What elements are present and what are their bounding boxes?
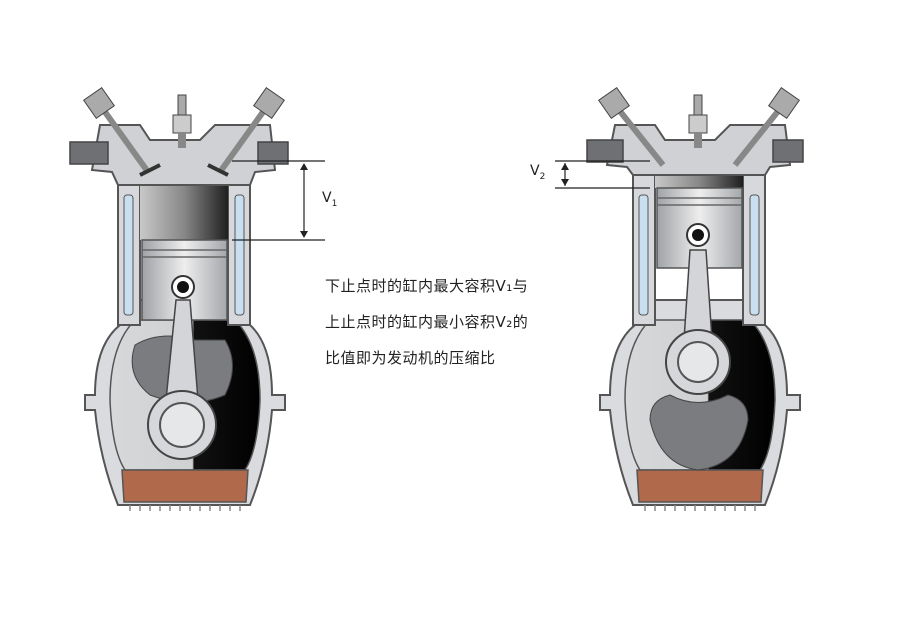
exhaust-valve-left [207, 86, 286, 177]
exhaust-valve-right [732, 86, 801, 167]
intake-port-left [69, 141, 109, 165]
v2-dimension [555, 160, 650, 189]
v2-label: V2 [530, 163, 546, 182]
caption-line-2: 上止点时的缸内最小容积V₂的 [325, 313, 529, 331]
engine-right-tdc [555, 86, 804, 511]
intake-valve-left [82, 86, 161, 177]
chamber-left [140, 185, 228, 240]
cylinder-head-left [90, 124, 277, 186]
sump-fins-right [644, 505, 756, 511]
cylinder-head-right [605, 124, 792, 176]
spark-plug-left [172, 94, 192, 148]
sump-fins-left [129, 505, 241, 511]
coolant-jacket-right-r [749, 194, 760, 316]
crank-weight-right [649, 394, 749, 471]
spark-plug-right [688, 94, 708, 148]
oil-sump-left [121, 469, 249, 503]
v1-label: V1 [322, 190, 338, 209]
coolant-jacket-right-l [638, 194, 649, 316]
caption-line-3: 比值即为发动机的压缩比 [325, 349, 496, 367]
intake-port-right [586, 139, 624, 163]
engine-left-bdc [69, 86, 325, 511]
coolant-jacket-left-l [123, 194, 134, 316]
caption-line-1: 下止点时的缸内最大容积V₁与 [325, 277, 529, 295]
v1-dimension [232, 160, 325, 241]
intake-valve-right [597, 86, 666, 167]
oil-sump-right [636, 469, 764, 503]
exhaust-port-right [772, 139, 804, 163]
coolant-jacket-left-r [234, 194, 245, 316]
exhaust-port-left [257, 141, 289, 165]
